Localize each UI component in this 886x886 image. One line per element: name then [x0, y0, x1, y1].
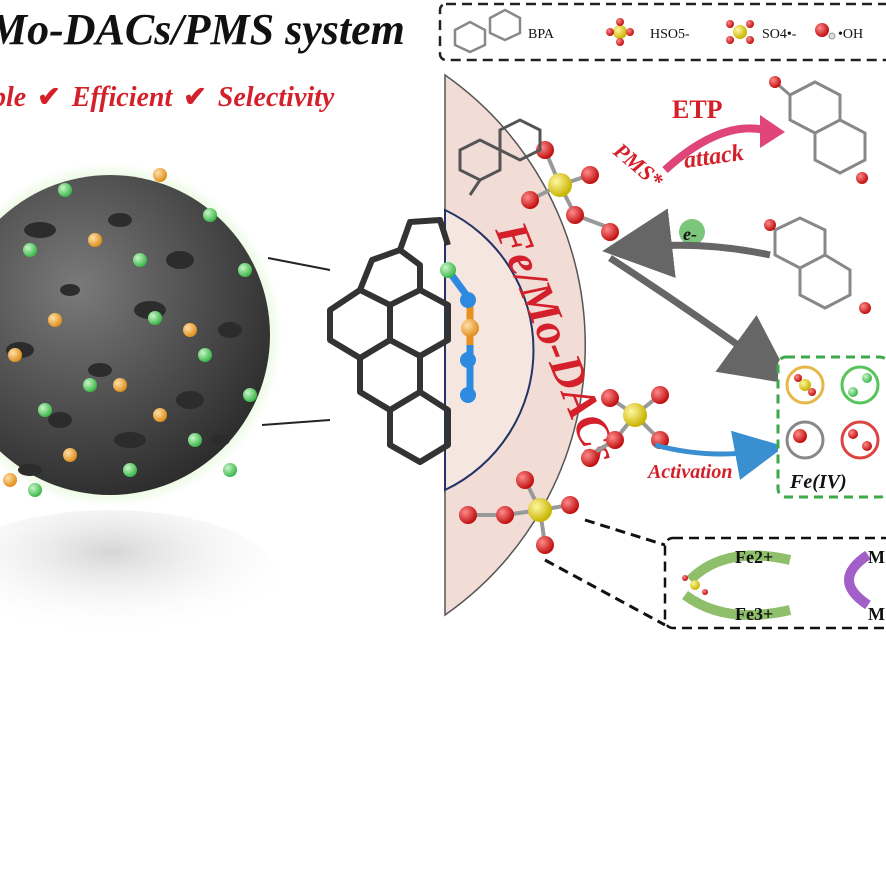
zoom-line — [261, 419, 331, 426]
check-icon: ✔ — [37, 82, 61, 113]
mo-label-2: M — [868, 604, 885, 624]
legend-bpa-icon — [453, 8, 522, 54]
fe2-label: Fe2+ — [735, 547, 773, 567]
etp-arrow-head — [760, 115, 785, 148]
electron-label: e- — [683, 224, 697, 244]
active-site — [440, 262, 479, 403]
activation-arrow — [654, 430, 785, 480]
electron-transfer-arrow — [602, 208, 771, 279]
legend-oh-icon — [815, 23, 829, 37]
legend-bpa: BPA — [528, 27, 555, 42]
superoxide-icon — [840, 420, 880, 460]
activation-label: Activation — [646, 461, 732, 483]
bpa-molecule — [458, 118, 542, 196]
feature-selectivity: Selectivity — [217, 82, 335, 113]
cycle-arrow-bottom — [682, 590, 792, 620]
zoom-line — [267, 257, 331, 271]
legend-so4-icon — [733, 25, 747, 39]
feature-efficient: Efficient — [71, 82, 173, 113]
pms-star-label: PMS* — [608, 137, 669, 194]
legend-oh: •OH — [838, 27, 863, 42]
page-title: Mo-DACs/PMS system — [0, 5, 405, 54]
sphere-reflection — [0, 510, 280, 650]
sphere-pores — [6, 213, 242, 476]
fe-iv-label: Fe(IV) — [789, 471, 847, 493]
check-icon: ✔ — [183, 82, 207, 113]
product-molecule — [774, 80, 867, 175]
etp-arrow — [662, 124, 766, 173]
callout-line — [584, 518, 666, 547]
bpa-molecule-right — [773, 216, 852, 310]
callout-line — [544, 558, 666, 627]
legend-hso5: HSO5- — [650, 27, 690, 42]
singlet-oxygen-icon — [840, 365, 880, 405]
electron-icon — [679, 219, 705, 245]
pms-molecule-3 — [459, 471, 579, 554]
cycle-arrow-top — [686, 550, 792, 584]
pathway-arrow — [608, 255, 793, 385]
feature-subtitle: ble ✔ Efficient ✔ Selectivity — [0, 80, 334, 114]
mo-cycle-arrow — [844, 550, 871, 610]
mo-label-1: M — [868, 547, 885, 567]
catalyst-core — [444, 208, 535, 492]
etp-label: ETP — [672, 95, 723, 124]
feature-stable: ble — [0, 82, 27, 113]
fe3-label: Fe3+ — [735, 604, 773, 624]
legend-so4: SO4•- — [762, 27, 797, 42]
single-atoms — [3, 168, 257, 497]
legend-hso5-icon — [613, 25, 627, 39]
legend-box — [438, 2, 886, 62]
graphene-fragment — [327, 217, 451, 465]
